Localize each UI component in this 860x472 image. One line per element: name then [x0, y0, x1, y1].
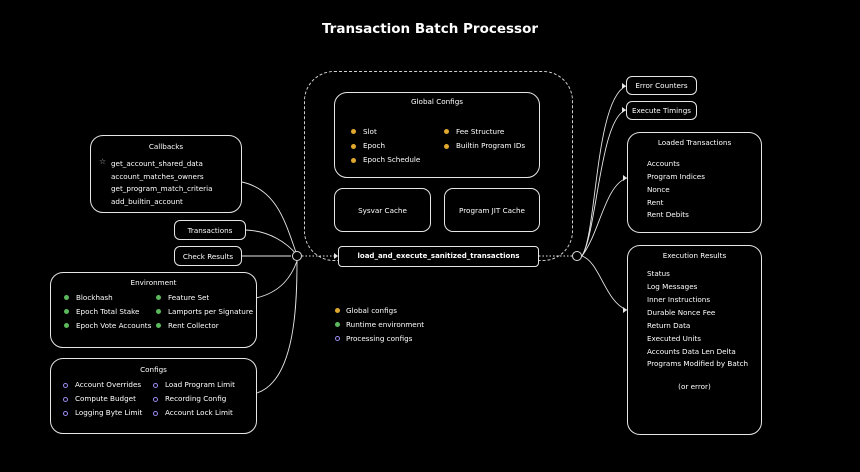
callback-item: get_account_shared_data — [111, 159, 203, 168]
diagram-title: Transaction Batch Processor — [321, 21, 539, 37]
execution-results-footer: (or error) — [678, 382, 711, 391]
global-config-item: Epoch — [363, 141, 386, 150]
callback-item: add_builtin_account — [111, 197, 183, 206]
transactions-box: Transactions — [174, 220, 246, 240]
legend-runtime-dot — [335, 322, 340, 327]
configs-item: Compute Budget — [75, 394, 136, 403]
processing-dot — [63, 397, 68, 402]
loaded-transactions-item: Nonce — [647, 185, 670, 194]
environment-item: Epoch Total Stake — [76, 307, 140, 316]
execute-timings-box: Execute Timings — [626, 101, 697, 120]
configs-box: Configs Account Overrides Load Program L… — [50, 358, 257, 434]
loaded-transactions-item: Program Indices — [647, 172, 705, 181]
configs-item: Logging Byte Limit — [75, 408, 143, 417]
global-dot — [444, 129, 449, 134]
global-dot — [444, 144, 449, 149]
error-counters-label: Error Counters — [635, 81, 688, 90]
transactions-label: Transactions — [187, 226, 233, 235]
program-jit-cache-box: Program JIT Cache — [444, 188, 540, 232]
global-dot — [351, 158, 356, 163]
global-dot — [351, 144, 356, 149]
execution-results-item: Executed Units — [647, 334, 701, 343]
runtime-dot — [156, 295, 161, 300]
execution-results-item: Programs Modified by Batch — [647, 359, 749, 368]
environment-box: Environment Blockhash Feature Set Epoch … — [50, 272, 257, 348]
runtime-dot — [156, 323, 161, 328]
environment-item: Feature Set — [168, 293, 210, 302]
sysvar-cache-box: Sysvar Cache — [334, 188, 431, 232]
runtime-dot — [64, 309, 69, 314]
execution-results-item: Inner Instructions — [647, 295, 711, 304]
environment-item: Rent Collector — [168, 321, 219, 330]
program-jit-cache-label: Program JIT Cache — [459, 206, 525, 215]
processing-dot — [153, 411, 158, 416]
legend-processing-dot — [335, 336, 340, 341]
legend-runtime-label: Runtime environment — [346, 320, 425, 329]
loaded-transactions-header: Loaded Transactions — [657, 138, 732, 147]
loaded-transactions-box: Loaded Transactions Accounts Program Ind… — [627, 132, 762, 233]
loaded-transactions-item: Rent Debits — [647, 210, 689, 219]
check-results-box: Check Results — [174, 246, 242, 266]
global-config-item: Builtin Program IDs — [456, 141, 526, 150]
configs-item: Load Program Limit — [165, 380, 235, 389]
execution-results-item: Return Data — [647, 321, 691, 330]
global-configs-header: Global Configs — [410, 97, 464, 106]
callback-item: get_program_match_criteria — [111, 184, 213, 193]
runtime-dot — [64, 323, 69, 328]
global-config-item: Epoch Schedule — [363, 155, 421, 164]
error-counters-box: Error Counters — [626, 76, 697, 95]
execution-results-item: Log Messages — [647, 282, 698, 291]
function-box: load_and_execute_sanitized_transactions — [338, 246, 539, 267]
execution-results-item: Accounts Data Len Delta — [647, 347, 736, 356]
global-configs-box: Global Configs Slot Fee Structure Epoch … — [334, 92, 540, 178]
legend-processing-label: Processing configs — [346, 334, 413, 343]
processing-dot — [63, 411, 68, 416]
check-results-label: Check Results — [182, 252, 234, 261]
configs-header: Configs — [140, 365, 167, 374]
merge-node-left — [292, 251, 302, 261]
environment-item: Epoch Vote Accounts — [76, 321, 152, 330]
callback-item: account_matches_owners — [111, 172, 204, 181]
star-icon: ☆ — [99, 157, 107, 166]
execution-results-item: Status — [647, 269, 670, 278]
sysvar-cache-label: Sysvar Cache — [358, 206, 407, 215]
loaded-transactions-item: Rent — [647, 198, 664, 207]
processing-dot — [153, 383, 158, 388]
legend-global-dot — [335, 308, 340, 313]
loaded-transactions-item: Accounts — [647, 159, 680, 168]
configs-item: Account Lock Limit — [165, 408, 233, 417]
global-config-item: Slot — [363, 127, 377, 136]
global-config-item: Fee Structure — [456, 127, 505, 136]
execution-results-header: Execution Results — [662, 251, 727, 260]
processing-dot — [63, 383, 68, 388]
runtime-dot — [64, 295, 69, 300]
environment-item: Blockhash — [76, 293, 113, 302]
function-name: load_and_execute_sanitized_transactions — [357, 252, 520, 260]
callbacks-header: Callbacks — [148, 142, 184, 151]
execution-results-box: Execution Results Status Log Messages In… — [627, 245, 762, 435]
runtime-dot — [156, 309, 161, 314]
configs-item: Account Overrides — [75, 380, 142, 389]
legend-global-label: Global configs — [346, 306, 397, 315]
callbacks-box: Callbacks ☆ get_account_shared_data acco… — [90, 135, 242, 213]
execute-timings-label: Execute Timings — [631, 106, 692, 115]
global-dot — [351, 129, 356, 134]
merge-node-right — [572, 251, 582, 261]
processing-dot — [153, 397, 158, 402]
execution-results-item: Durable Nonce Fee — [647, 308, 716, 317]
environment-header: Environment — [130, 278, 177, 287]
configs-item: Recording Config — [165, 394, 227, 403]
environment-item: Lamports per Signature — [168, 307, 254, 316]
